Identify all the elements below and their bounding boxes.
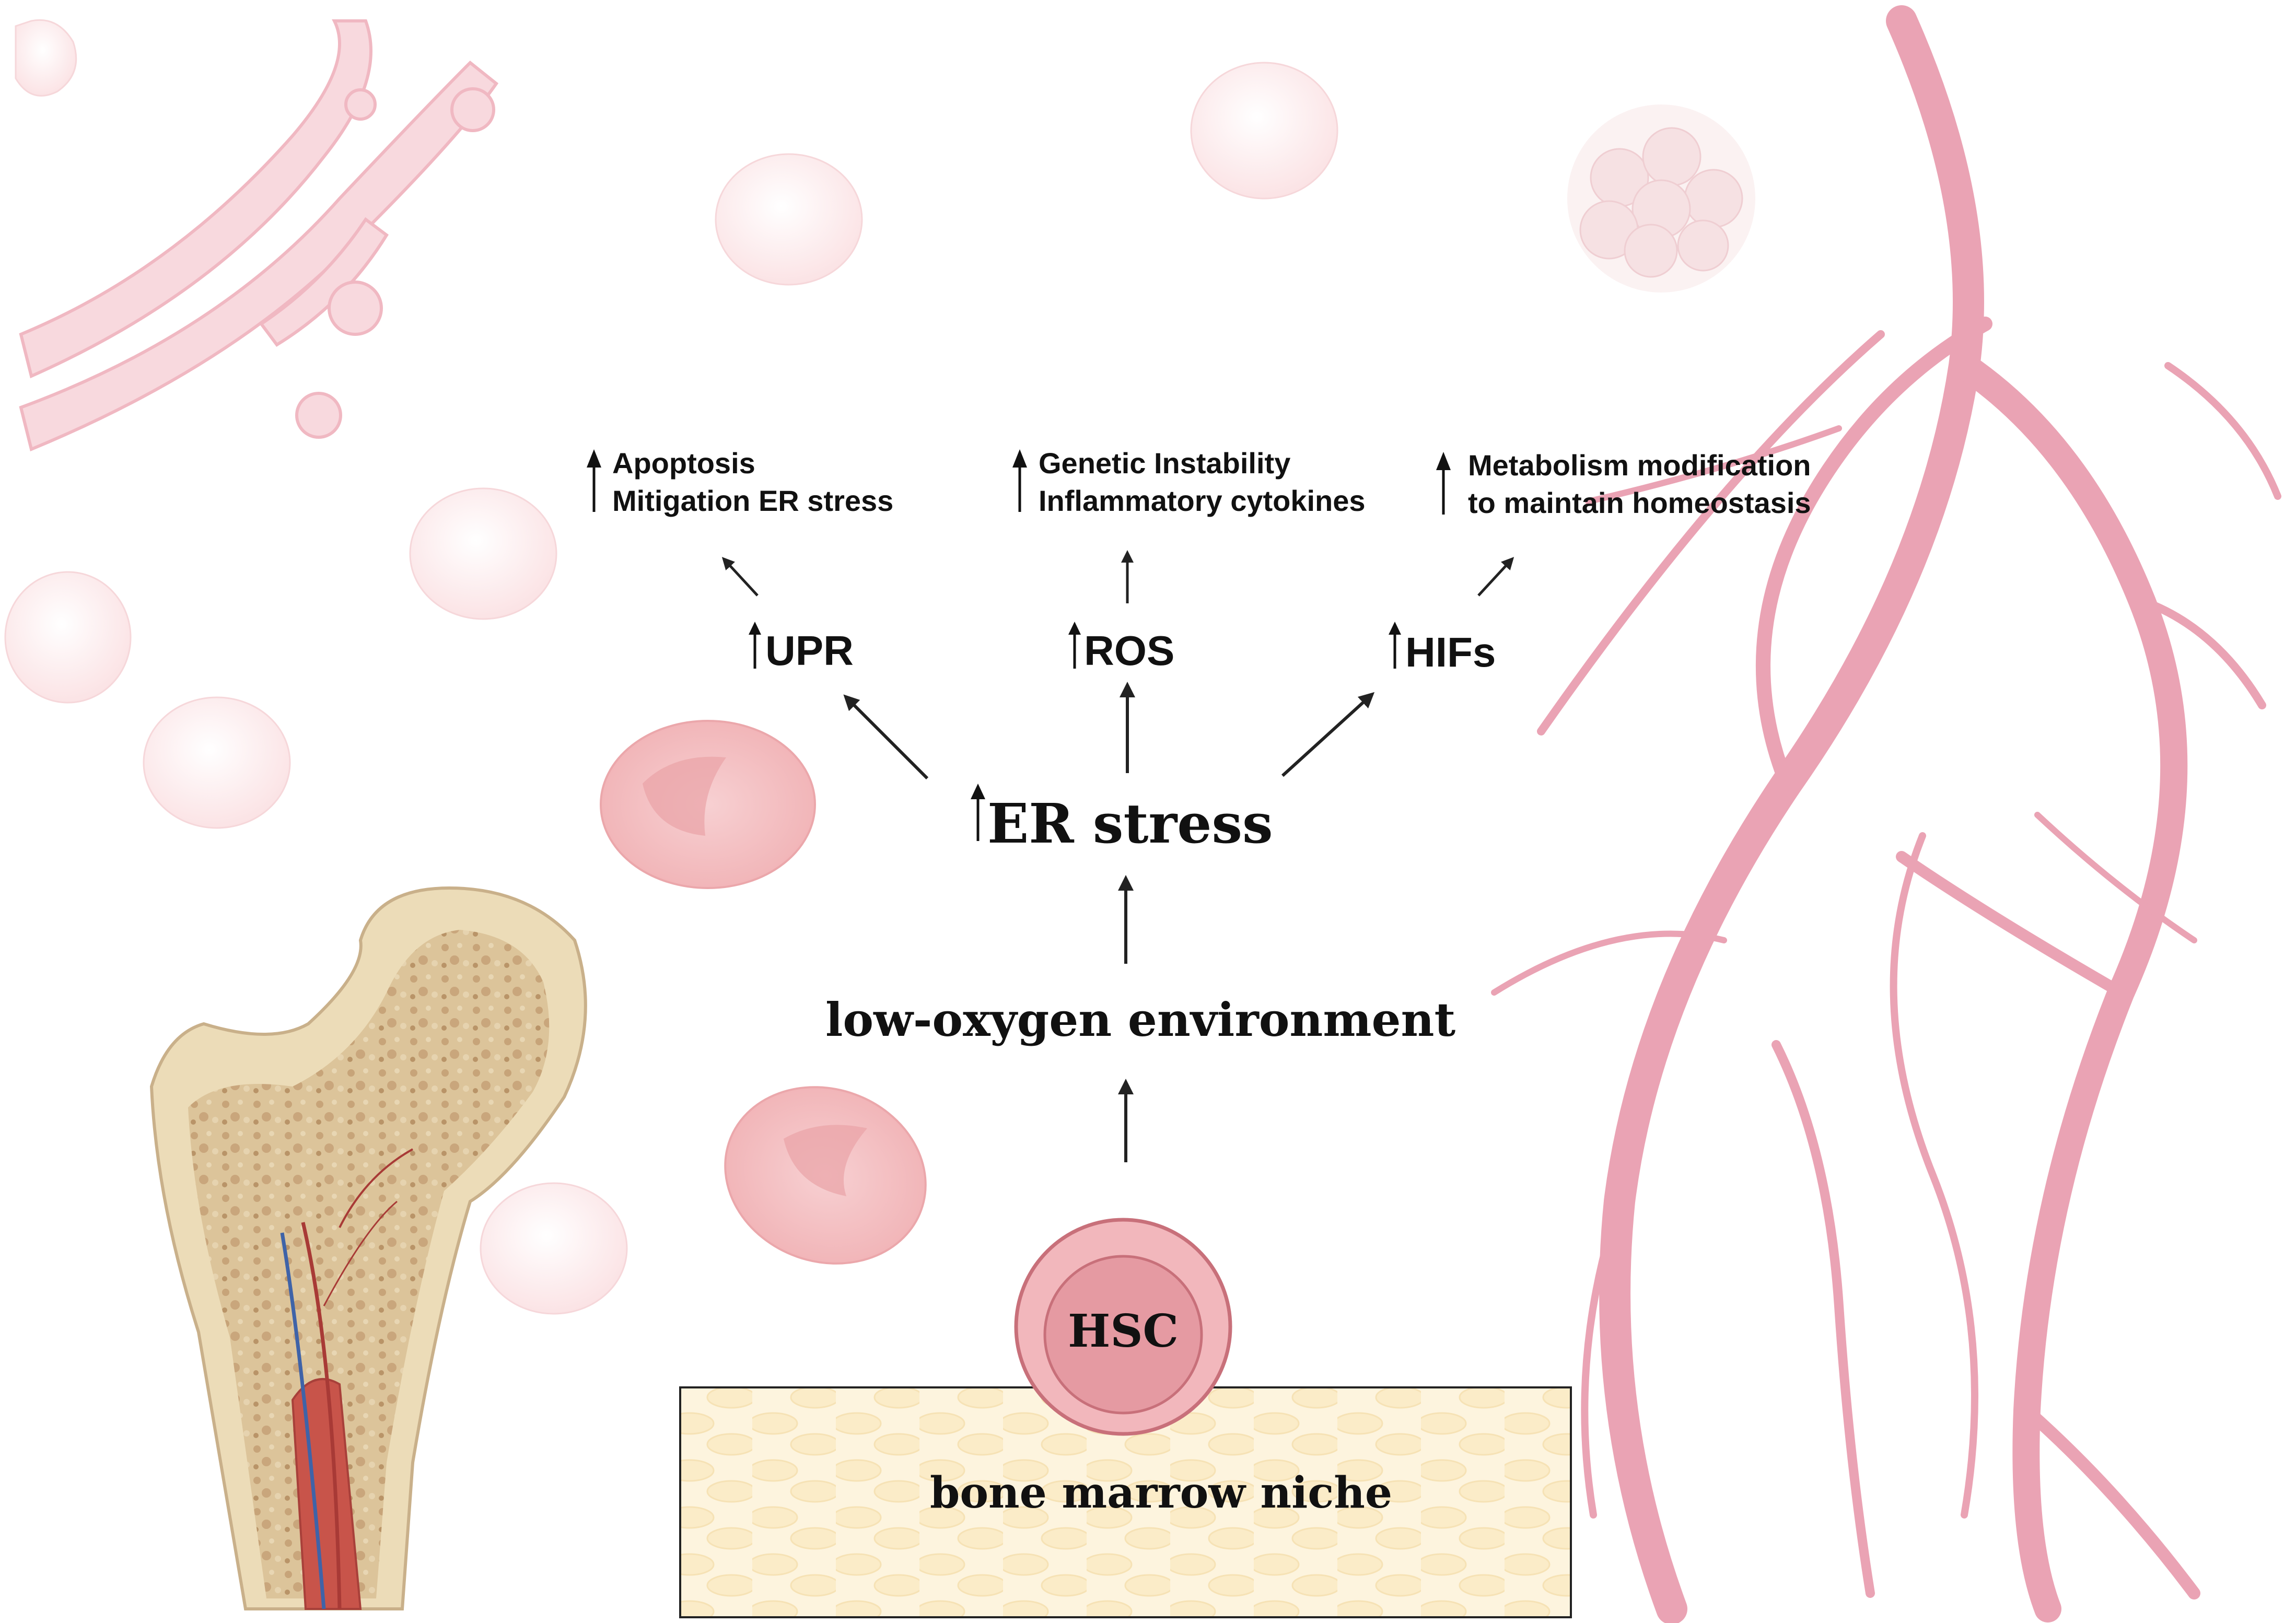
outcome-item: Mitigation ER stress (612, 484, 894, 517)
stimulus-label: low-oxygen environment (825, 993, 1456, 1047)
up-arrow-icon (749, 622, 761, 635)
up-arrow-icon (971, 784, 985, 799)
outcome-item: to maintain homeostasis (1468, 486, 1811, 519)
arrow-erstress-to-upr (843, 694, 929, 780)
outcome-item: Genetic Instability (1039, 447, 1291, 480)
arrow-hifs-to-outcomes (1477, 557, 1514, 597)
outcomes-upr: Apoptosis Mitigation ER stress (612, 445, 893, 520)
up-arrow-icon (1436, 452, 1451, 470)
blood-vessels (1491, 5, 2281, 1623)
outcomes-hifs: Metabolism modification to maintain home… (1468, 447, 1811, 522)
arrow-erstress-to-hifs (1281, 692, 1375, 777)
outcomes-ros: Genetic Instability Inflammatory cytokin… (1039, 445, 1366, 520)
branch-label-ros: ROS (1084, 627, 1175, 674)
up-arrow-icon (587, 449, 601, 468)
red-blood-cells (600, 720, 927, 1265)
cell-cluster (1567, 104, 1755, 293)
niche-label: bone marrow niche (930, 1468, 1392, 1518)
bone-illustration (149, 886, 587, 1610)
branch-label-hifs: HIFs (1405, 629, 1496, 675)
faint-cells (4, 19, 1338, 1315)
er-organelle (19, 19, 499, 452)
branch-label-upr: UPR (765, 627, 854, 674)
hsc-label: HSC (1068, 1305, 1179, 1358)
outcome-item: Inflammatory cytokines (1039, 484, 1366, 517)
hsc-cell (1014, 1218, 1232, 1436)
up-arrow-icon (1012, 449, 1027, 468)
center-label: ER stress (987, 791, 1273, 856)
up-arrow-marks (587, 449, 1451, 841)
outcome-item: Metabolism modification (1468, 449, 1811, 482)
up-arrow-icon (1389, 622, 1401, 635)
outcome-item: Apoptosis (612, 447, 755, 480)
arrow-upr-to-outcomes (721, 557, 759, 597)
up-arrow-icon (1068, 622, 1081, 635)
